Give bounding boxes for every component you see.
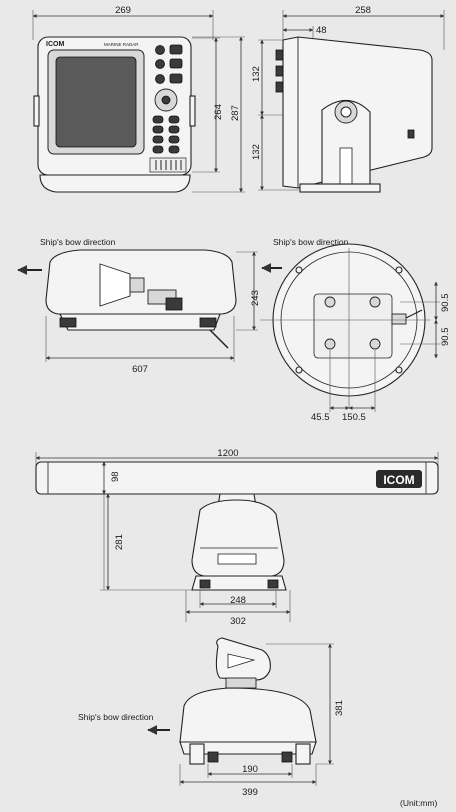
radome-height-label: 243 <box>250 290 261 306</box>
right-knob <box>189 95 196 127</box>
radome-bow-label: Ship's bow direction <box>40 237 116 247</box>
display-width-label: 269 <box>115 5 131 16</box>
display-offset-label: 48 <box>316 25 327 36</box>
pedestal-base <box>179 741 317 755</box>
radome-top-view: Ship's bow direction 90.5 90.5 45.5 150.… <box>260 237 451 423</box>
radome-base <box>59 313 221 331</box>
speaker-grille <box>149 157 187 173</box>
display-height-inner-label: 264 <box>213 104 224 120</box>
display-front-view: 269 ICOM MARINE RADAR <box>32 5 245 193</box>
display-screen <box>55 56 137 148</box>
keypad <box>152 44 183 154</box>
display-brand: ICOM <box>46 41 64 48</box>
radome-bolt-x2-label: 150.5 <box>342 412 366 423</box>
display-depth-label: 258 <box>355 5 371 16</box>
array-base-outer-label: 302 <box>230 616 246 627</box>
open-array-view: 1200 ICOM 98 281 248 302 <box>35 448 439 627</box>
radome-bolt-b-label: 90.5 <box>440 328 451 347</box>
radome-width-label: 607 <box>132 364 148 375</box>
array-height-label: 98 <box>110 471 121 482</box>
radome-bolt-x1-label: 45.5 <box>311 412 330 423</box>
array-brand-plate <box>376 470 422 488</box>
array-gearbox <box>191 499 285 577</box>
display-side-view: 258 48 132 132 <box>251 5 445 193</box>
pedestal-inner-label: 190 <box>242 764 258 775</box>
array-pedestal-label: 281 <box>114 534 125 550</box>
display-half-upper-label: 132 <box>251 66 262 82</box>
array-brand: ICOM <box>383 473 414 487</box>
array-length-label: 1200 <box>217 448 238 459</box>
left-knob <box>33 95 40 127</box>
pedestal-unit-view: Ship's bow direction 381 190 399 <box>78 637 345 798</box>
display-height-outer-label: 287 <box>230 105 241 121</box>
display-model: MARINE RADAR <box>104 42 139 47</box>
array-base-inner-label: 248 <box>230 595 246 606</box>
display-base <box>39 174 191 193</box>
radome-bolt-a-label: 90.5 <box>440 294 451 313</box>
display-half-lower-label: 132 <box>251 144 262 160</box>
pedestal-bow-label: Ship's bow direction <box>78 712 154 722</box>
array-base <box>191 575 287 591</box>
radome-side-view: Ship's bow direction 243 607 <box>17 237 261 375</box>
radome-antenna <box>99 263 131 307</box>
pedestal-dome <box>179 687 317 743</box>
pedestal-outer-label: 399 <box>242 787 258 798</box>
side-bracket <box>321 99 371 185</box>
unit-note: (Unit:mm) <box>400 798 437 808</box>
radome-bow-label-top: Ship's bow direction <box>273 237 349 247</box>
pedestal-height-label: 381 <box>334 700 345 716</box>
